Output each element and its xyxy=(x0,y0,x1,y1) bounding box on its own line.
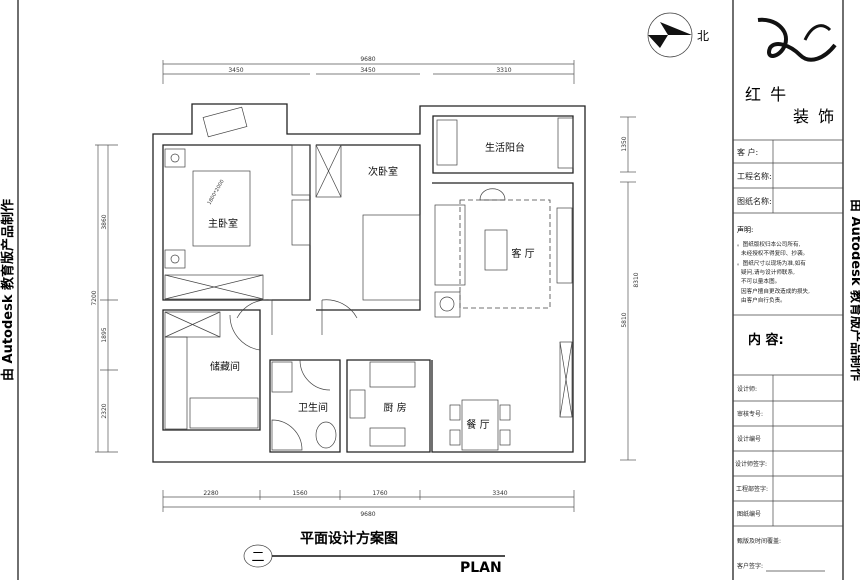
tv-cabinet xyxy=(556,207,573,284)
title-number: 二 xyxy=(251,550,264,565)
svg-text:疑问,请与设计师联系,: 疑问,请与设计师联系, xyxy=(741,268,795,276)
room-label-bathroom: 卫生间 xyxy=(298,401,328,414)
client-label: 客 户: xyxy=(737,147,758,157)
room-label-utility-balcony: 生活阳台 xyxy=(485,141,525,154)
shower xyxy=(271,419,303,451)
room-label-kitchen: 厨 房 xyxy=(383,401,406,414)
client-sign-label: 客户签字: xyxy=(737,562,763,570)
drawing-number-label: 图纸编号 xyxy=(737,510,761,518)
room-label-second-bedroom: 次卧室 xyxy=(368,165,398,178)
toilet xyxy=(315,421,337,449)
footer-1: 甄版及时间覆盖: xyxy=(737,537,781,545)
dim-top-3: 3310 xyxy=(496,67,511,74)
statement-text: 。图纸版权归本公司所有, 未经授权不得复印、抄袭。 。图纸尺寸以现场为准,如有 … xyxy=(737,240,810,304)
side-note-right: 由 Autodesk 教育版产品制作 xyxy=(848,199,860,381)
logo-text-2: 装 饰 xyxy=(793,107,836,126)
svg-text:不可以量本图。: 不可以量本图。 xyxy=(741,277,780,285)
svg-text:未经授权不得复印、抄袭。: 未经授权不得复印、抄袭。 xyxy=(741,249,808,257)
project-label: 工程名称: xyxy=(737,171,772,181)
dim-left-1: 3860 xyxy=(101,214,108,229)
dim-bottom-4: 3340 xyxy=(492,490,507,497)
dim-bottom-total: 9680 xyxy=(360,511,375,518)
svg-text:。图纸版权归本公司所有,: 。图纸版权归本公司所有, xyxy=(737,240,801,248)
north-arrow-icon xyxy=(647,12,693,58)
logo-text-1: 红 牛 xyxy=(745,85,788,104)
wardrobe xyxy=(164,274,264,300)
dimension-lines xyxy=(95,60,636,512)
dim-left-total: 7200 xyxy=(91,290,98,305)
dim-bottom-1: 2280 xyxy=(203,490,218,497)
balcony-cushions xyxy=(202,106,248,138)
nightstand xyxy=(164,249,186,269)
north-label: 北 xyxy=(697,29,709,43)
dining-table xyxy=(461,399,499,451)
desk xyxy=(315,144,342,198)
walls xyxy=(152,103,586,463)
master-bed xyxy=(192,170,251,247)
dim-bottom-2: 1560 xyxy=(292,490,307,497)
room-label-living-room: 客 厅 xyxy=(511,247,534,260)
furniture xyxy=(164,106,574,451)
engineering-sign-label: 工程部签字: xyxy=(736,485,768,493)
room-label-dining: 餐 厅 xyxy=(466,418,489,431)
design-number-label: 设计编号 xyxy=(737,435,761,443)
dim-right-1: 1350 xyxy=(621,136,628,151)
drawing-name-label: 图纸名称: xyxy=(737,196,772,206)
dim-left-2: 1895 xyxy=(101,327,108,342)
dim-right-2: 5810 xyxy=(621,312,628,327)
armchair xyxy=(479,188,506,201)
designer-sign-label: 设计师签字: xyxy=(735,460,767,468)
dim-bottom-3: 1760 xyxy=(372,490,387,497)
bed-size-label: 1800*2000 xyxy=(207,179,226,206)
review-label: 审核专号: xyxy=(737,410,763,418)
second-bed xyxy=(362,214,421,301)
room-label-master-bedroom: 主卧室 xyxy=(208,217,238,230)
svg-text:。图纸尺寸以现场为准,如有: 。图纸尺寸以现场为准,如有 xyxy=(737,259,806,267)
dim-top-1: 3450 xyxy=(228,67,243,74)
dim-left-3: 2320 xyxy=(101,403,108,418)
svg-text:因客户擅自更改造成的损失,: 因客户擅自更改造成的损失, xyxy=(741,287,810,295)
room-label-storage: 储藏间 xyxy=(210,360,240,373)
coffee-table xyxy=(484,229,508,271)
designer-label: 设计师: xyxy=(737,385,757,393)
drawing-title: 平面设计方案图 xyxy=(300,530,398,547)
drawing-subtitle: PLAN xyxy=(460,560,502,576)
sink xyxy=(369,427,406,447)
doors xyxy=(229,299,358,391)
nightstand xyxy=(164,148,186,168)
washbasin xyxy=(271,361,293,393)
sofa xyxy=(434,204,466,286)
svg-text:由客户自行负责。: 由客户自行负责。 xyxy=(741,296,786,304)
side-note-left: 由 Autodesk 教育版产品制作 xyxy=(0,199,16,381)
dim-right-total: 8310 xyxy=(633,272,640,287)
statement-title: 声明: xyxy=(737,225,753,234)
title-block-grid xyxy=(733,139,843,572)
content-label: 内 容: xyxy=(748,332,784,348)
stove xyxy=(349,389,366,419)
dim-top-total: 9680 xyxy=(360,56,375,63)
red-bull-logo xyxy=(757,17,837,62)
dim-top-2: 3450 xyxy=(360,67,375,74)
